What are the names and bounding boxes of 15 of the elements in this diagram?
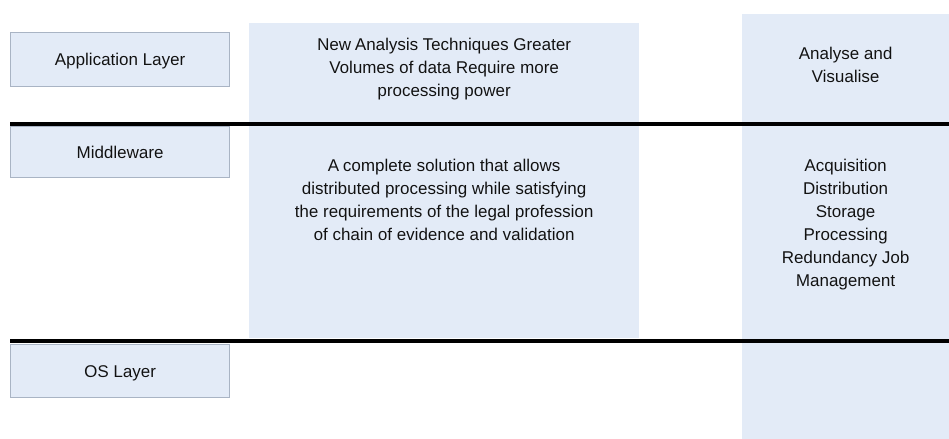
text-panel [249,126,639,338]
description-text: A complete solution that allows distributed processing while satisfying the requirements of the legal profession of chain of evidence and validation [294,155,594,246]
layer-name: OS Layer [84,360,156,382]
layer-name: Application Layer [54,49,186,71]
layer-box [10,126,230,178]
description-text: New Analysis Techniques Greater Volumes of data Require more processing power [316,34,572,102]
layer-box [10,32,230,87]
text-panel [742,126,949,339]
description-text: Analyse and Visualise [798,43,894,88]
text-panel [249,23,639,122]
text-panel [742,14,949,122]
layer-box [10,344,230,398]
description-text: Acquisition Distribution Storage Processing Redundancy Job Management [780,155,910,292]
text-panel [742,343,949,439]
layer-name: Middleware [76,142,164,164]
